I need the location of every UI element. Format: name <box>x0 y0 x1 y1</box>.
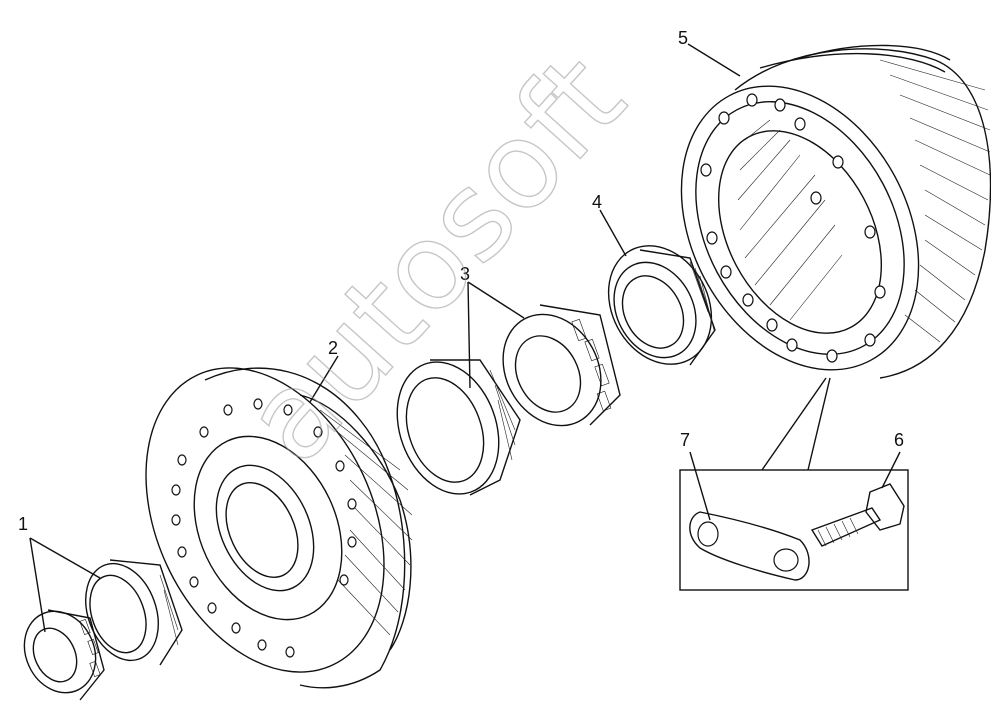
bearing-cup-3 <box>396 359 521 496</box>
watermark: autosoft <box>218 30 651 490</box>
inset-box <box>679 377 909 591</box>
label-6: 6 <box>894 430 904 450</box>
lock-plate <box>689 511 810 581</box>
tapered-bearing-3 <box>502 304 621 427</box>
brake-drum <box>680 44 991 379</box>
label-7: 7 <box>680 430 690 450</box>
callout-labels: 1 2 3 4 5 6 7 <box>18 28 904 534</box>
bolt <box>810 483 905 547</box>
label-5: 5 <box>678 28 688 48</box>
tapered-bearing-1 <box>23 609 105 701</box>
label-4: 4 <box>592 192 602 212</box>
label-2: 2 <box>328 338 338 358</box>
bearing-cup-1 <box>85 559 183 666</box>
label-3: 3 <box>460 264 470 284</box>
label-1: 1 <box>18 514 28 534</box>
leader-lines <box>29 43 901 633</box>
bearing-ring-4 <box>607 245 716 366</box>
wheel-hub <box>145 367 413 689</box>
